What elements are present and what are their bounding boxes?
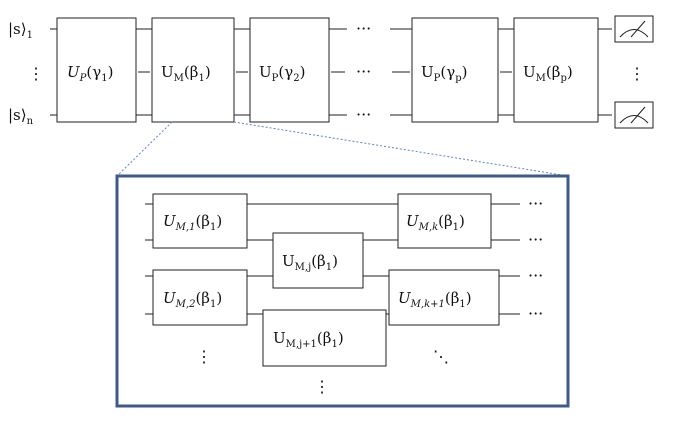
gate-umj: UM,j(β1) (272, 232, 364, 289)
gate-um2: UM,2(β1) (152, 269, 248, 326)
input-label-top: |s⟩1 (8, 20, 33, 41)
svg-text:UM,1(β1): UM,1(β1) (163, 212, 222, 233)
gate-up-gamma1: UP(γ1) (56, 17, 137, 123)
ellipsis-mid: ··· (356, 62, 371, 81)
gate-um1: UM,1(β1) (152, 193, 248, 249)
gate-up-gammap: UP(γp) (411, 17, 499, 123)
gate-um-betap: UM(βp) (513, 17, 599, 123)
zoom-ddots: ⋱ (433, 347, 449, 366)
gate-up-gamma2: UP(γ2) (249, 17, 330, 123)
svg-text:UP(γp): UP(γp) (421, 63, 467, 84)
svg-text:UM,j(β1): UM,j(β1) (282, 252, 338, 273)
zoom-ellipsis-1: ··· (528, 194, 543, 213)
input-label-bottom: |s⟩n (8, 106, 34, 127)
output-dots: ⋮ (629, 64, 645, 83)
svg-text:UM,k+1(β1): UM,k+1(β1) (398, 289, 472, 310)
svg-text:UM,k(β1): UM,k(β1) (406, 212, 465, 233)
gate-umj1: UM,j+1(β1) (262, 309, 387, 367)
gate-umk1: UM,k+1(β1) (388, 269, 500, 326)
zoom-ellipsis-4: ··· (528, 304, 543, 323)
svg-text:UP(γ1): UP(γ1) (67, 63, 113, 84)
ellipsis-bottom: ··· (356, 105, 371, 124)
zoom-ellipsis-2: ··· (528, 230, 543, 249)
zoom-vdots-bottom: ⋮ (314, 377, 330, 396)
zoom-vdots-left: ⋮ (196, 347, 212, 366)
meter-icon (614, 15, 654, 43)
input-dots: ⋮ (28, 64, 44, 83)
meter-icon (614, 101, 654, 129)
gate-umk: UM,k(β1) (397, 193, 492, 249)
svg-text:UM(βp): UM(βp) (523, 63, 573, 84)
svg-text:UP(γ2): UP(γ2) (259, 63, 305, 84)
svg-text:UM,j+1(β1): UM,j+1(β1) (273, 329, 344, 350)
svg-text:UM(β1): UM(β1) (161, 63, 211, 84)
gate-um-beta1: UM(β1) (151, 17, 235, 123)
zoom-lines (116, 121, 569, 177)
ellipsis-top: ··· (356, 19, 371, 38)
zoom-ellipsis-3: ··· (528, 266, 543, 285)
svg-text:UM,2(β1): UM,2(β1) (163, 289, 222, 310)
